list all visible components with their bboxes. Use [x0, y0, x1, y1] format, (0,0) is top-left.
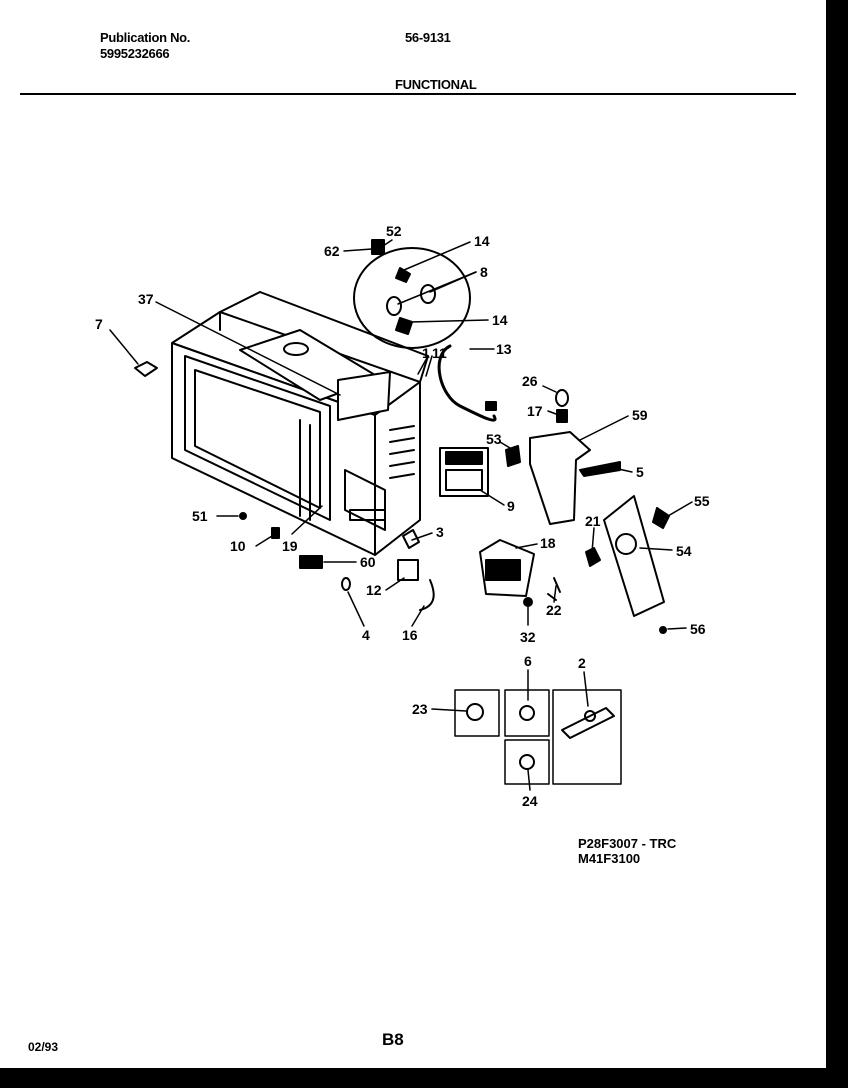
section-title: FUNCTIONAL — [395, 77, 477, 92]
callout-9: 9 — [507, 498, 515, 514]
callout-59: 59 — [632, 407, 648, 423]
callout-3: 3 — [436, 524, 444, 540]
callout-14-bottom: 14 — [492, 312, 508, 328]
callout-13: 13 — [496, 341, 512, 357]
callout-51: 51 — [192, 508, 208, 524]
component-drawings — [134, 344, 670, 634]
callout-22: 22 — [546, 602, 562, 618]
model-code: 56-9131 — [405, 30, 451, 45]
callout-56: 56 — [690, 621, 706, 637]
callout-2: 2 — [578, 655, 586, 671]
page-number: B8 — [382, 1030, 404, 1049]
footer-date: 02/93 — [28, 1040, 59, 1054]
publication-label: Publication No. — [100, 30, 191, 45]
model-number-1: P28F3007 - TRC — [578, 836, 677, 851]
callout-19: 19 — [282, 538, 298, 554]
callout-53: 53 — [486, 431, 502, 447]
callout-21: 21 — [585, 513, 601, 529]
callout-labels: 62 52 14 8 14 37 7 1 11 13 26 17 59 53 5… — [95, 223, 710, 809]
scan-border-right — [826, 0, 848, 1088]
callout-16: 16 — [402, 627, 418, 643]
callout-17: 17 — [527, 403, 543, 419]
callout-14-top: 14 — [474, 233, 490, 249]
callout-5: 5 — [636, 464, 644, 480]
callout-10: 10 — [230, 538, 246, 554]
callout-8: 8 — [480, 264, 488, 280]
callout-54: 54 — [676, 543, 692, 559]
callout-60: 60 — [360, 554, 376, 570]
callout-18: 18 — [540, 535, 556, 551]
callout-1: 1 — [422, 345, 430, 361]
callout-32: 32 — [520, 629, 536, 645]
callout-6: 6 — [524, 653, 532, 669]
callout-26: 26 — [522, 373, 538, 389]
callout-12: 12 — [366, 582, 382, 598]
inset-boxes — [454, 689, 622, 785]
callout-55: 55 — [694, 493, 710, 509]
callout-24: 24 — [522, 793, 538, 809]
callout-62: 62 — [324, 243, 340, 259]
model-number-2: M41F3100 — [578, 851, 641, 866]
callout-52: 52 — [386, 223, 402, 239]
header-rule — [20, 93, 796, 95]
callout-7: 7 — [95, 316, 103, 332]
callout-11: 11 — [432, 345, 447, 361]
callout-4: 4 — [362, 627, 370, 643]
publication-number: 5995232666 — [100, 46, 170, 61]
leader-lines — [109, 239, 693, 791]
door-switch-inset — [353, 239, 471, 349]
scan-border-bottom — [0, 1068, 848, 1088]
oven-cavity-drawing — [171, 291, 429, 556]
callout-37: 37 — [138, 291, 154, 307]
callout-23: 23 — [412, 701, 428, 717]
